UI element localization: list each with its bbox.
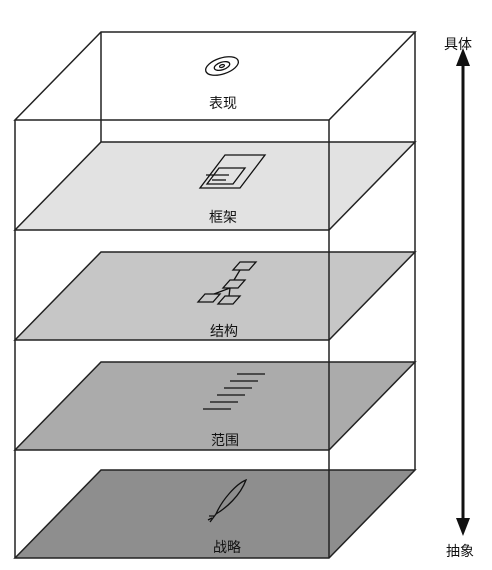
hierarchy-icon <box>196 261 258 305</box>
arrow-up-icon <box>456 48 470 66</box>
concrete-label: 具体 <box>444 37 472 53</box>
quill-icon <box>207 478 248 523</box>
layer-label-skeleton: 框架 <box>209 210 237 226</box>
frame-icon <box>198 154 267 189</box>
box-frame <box>14 32 416 558</box>
layer-label-scope: 范围 <box>211 433 239 449</box>
concrete-abstract-arrow <box>456 48 470 536</box>
lines-icon <box>203 373 265 410</box>
layer-label-strategy: 战略 <box>213 540 241 556</box>
disc-icon <box>204 56 240 76</box>
layer-label-structure: 结构 <box>210 324 238 340</box>
arrow-down-icon <box>456 518 470 536</box>
layer-label-surface: 表现 <box>209 96 237 112</box>
abstract-label: 抽象 <box>446 544 474 560</box>
